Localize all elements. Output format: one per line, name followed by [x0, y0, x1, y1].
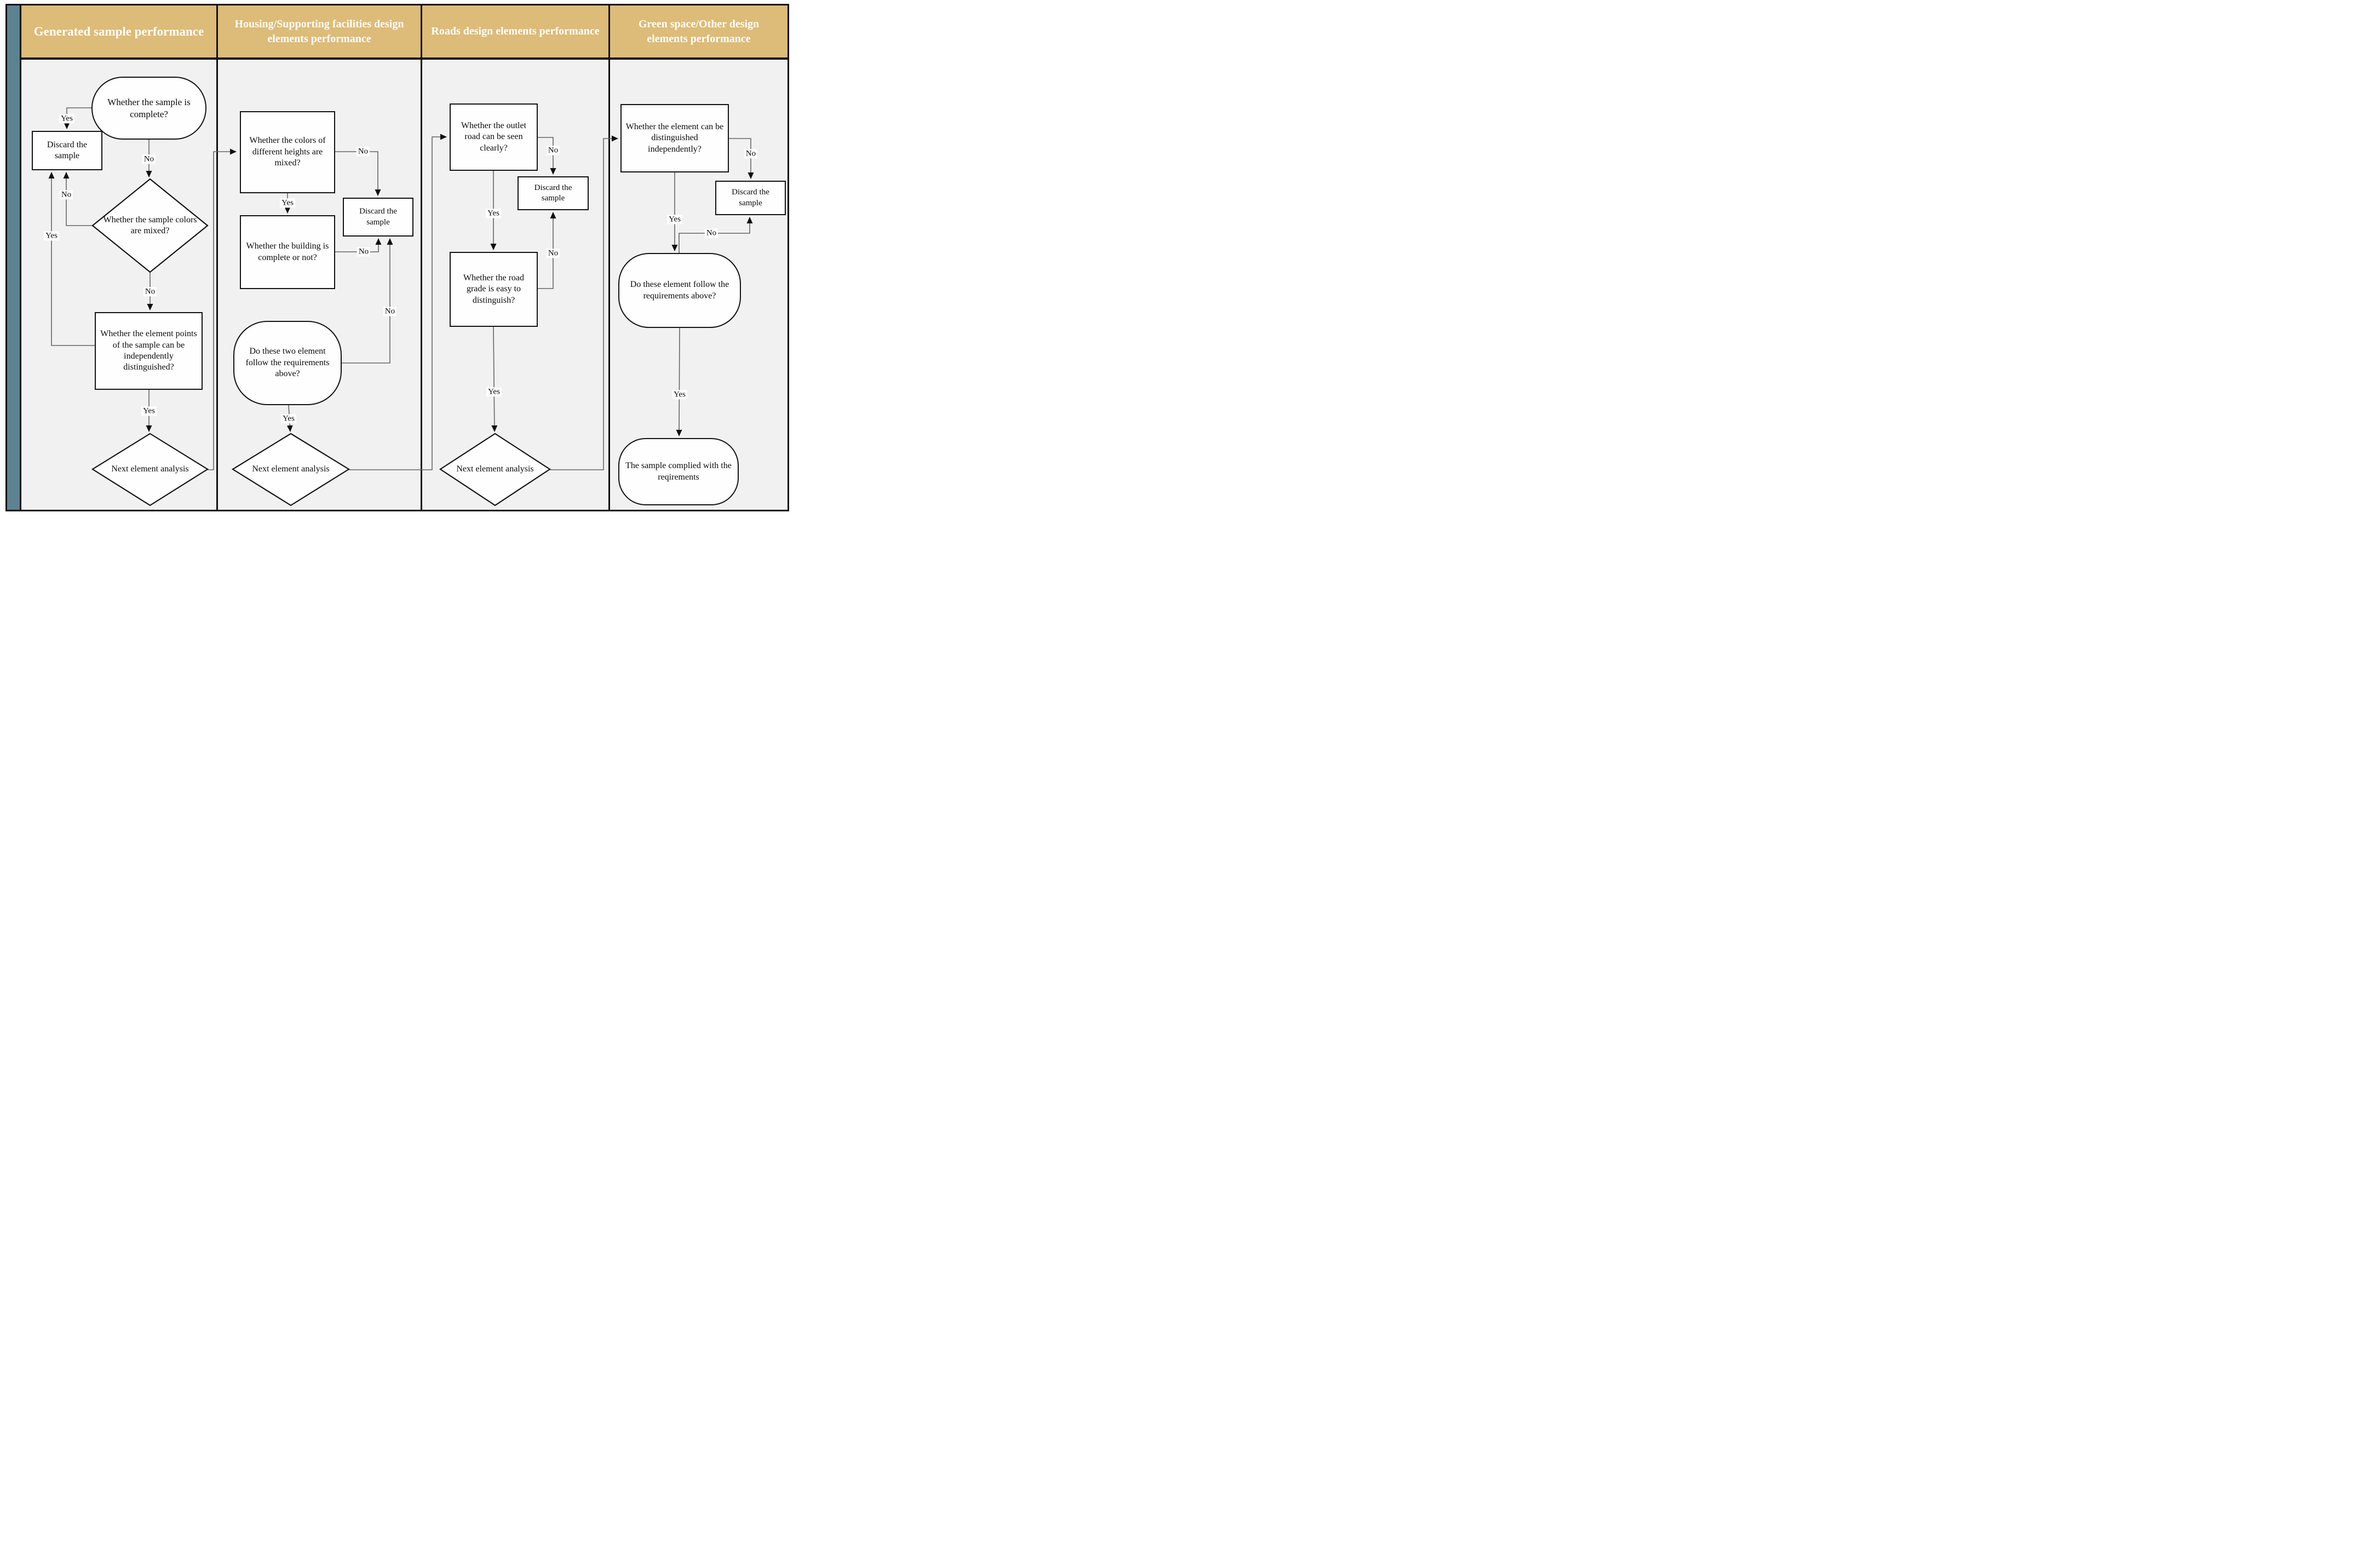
edge-label-yes: Yes	[667, 215, 682, 224]
lane-roads-design	[422, 60, 610, 510]
node-elements-follow-requirements: Do these element follow the requirements…	[618, 253, 741, 328]
header-generated-sample: Generated sample performance	[21, 5, 218, 57]
node-sample-complied: The sample complied with the reqirements	[618, 438, 739, 505]
edge-label-yes: Yes	[486, 387, 502, 397]
connector-c3next-to-c4	[550, 135, 618, 470]
node-discard-sample-3: Discard the sample	[518, 176, 589, 210]
edge-label-no: No	[59, 190, 73, 200]
edge-label-no: No	[356, 147, 370, 157]
connector-c2next-to-c3	[349, 134, 447, 470]
header-green-space: Green space/Other design elements perfor…	[638, 18, 760, 45]
connector-outlet-no-discard	[538, 137, 556, 175]
edge-label-no: No	[744, 149, 758, 159]
connector-layer	[48, 107, 754, 506]
node-discard-sample-1: Discard the sample	[32, 131, 102, 170]
edge-label-yes: Yes	[486, 209, 501, 218]
node-sample-colors-mixed: Whether the sample colors are mixed?	[103, 215, 197, 235]
node-colors-different-heights: Whether the colors of different heights …	[240, 111, 335, 193]
connector-c1next-to-c2	[208, 148, 237, 470]
edge-label-yes: Yes	[280, 198, 295, 208]
connector-building-no-discard	[335, 238, 382, 252]
node-building-complete: Whether the building is complete or not?	[240, 215, 335, 289]
node-discard-sample-4: Discard the sample	[715, 181, 786, 215]
node-two-elements-follow: Do these two element follow the requirem…	[233, 321, 342, 405]
connector-elementpoints-yes-discard	[48, 172, 95, 346]
edge-label-no: No	[142, 154, 156, 164]
node-next-element-analysis-1: Next element analysis	[111, 464, 189, 474]
connector-follow2-no-discard	[342, 238, 393, 364]
node-element-points-distinguished: Whether the element points of the sample…	[95, 312, 203, 390]
connector-colorsmixed-no-discard	[63, 172, 93, 226]
node-outlet-road-seen: Whether the outlet road can be seen clea…	[450, 103, 538, 171]
connector-follow-yes-complied	[676, 327, 682, 436]
decision-c1-next-shape	[91, 433, 209, 506]
flowchart-figure: Generated sample performance Housing/Sup…	[0, 0, 794, 515]
edge-label-yes: Yes	[44, 231, 59, 241]
decision-colors-mixed-shape	[91, 178, 209, 273]
node-road-grade-distinguish: Whether the road grade is easy to distin…	[450, 252, 538, 327]
edge-label-yes: Yes	[281, 414, 296, 424]
node-next-element-analysis-2: Next element analysis	[252, 464, 330, 474]
edge-label-no: No	[357, 247, 371, 257]
lane-generated-sample	[21, 60, 218, 510]
connector-distinguish-no-discard	[729, 138, 754, 179]
left-accent-bar	[7, 5, 21, 510]
header-housing-facilities: Housing/Supporting facilities design ele…	[218, 5, 422, 57]
node-element-distinguished-independently: Whether the element can be distinguished…	[620, 104, 729, 172]
edge-label-yes: Yes	[141, 406, 157, 416]
connector-heights-no-discard	[335, 151, 381, 196]
node-discard-sample-2: Discard the sample	[343, 198, 413, 237]
decision-c2-next-shape	[231, 433, 350, 506]
edge-label-no: No	[383, 307, 397, 316]
connector-roadgrade-yes-next	[491, 326, 498, 432]
edge-label-no: No	[704, 228, 718, 238]
node-next-element-analysis-3: Next element analysis	[456, 464, 534, 474]
decision-c3-next-shape	[439, 433, 551, 506]
header-row: Generated sample performance Housing/Sup…	[21, 5, 787, 60]
node-sample-complete: Whether the sample is complete?	[91, 77, 206, 140]
lane-housing-facilities	[218, 60, 422, 510]
edge-label-no: No	[546, 249, 560, 258]
connector-roadgrade-no-discard	[538, 212, 556, 289]
header-roads-design: Roads design elements performance	[422, 5, 610, 57]
edge-label-yes: Yes	[672, 390, 687, 400]
edge-label-no: No	[546, 146, 560, 155]
edge-label-no: No	[143, 287, 157, 297]
edge-label-yes: Yes	[59, 114, 74, 124]
